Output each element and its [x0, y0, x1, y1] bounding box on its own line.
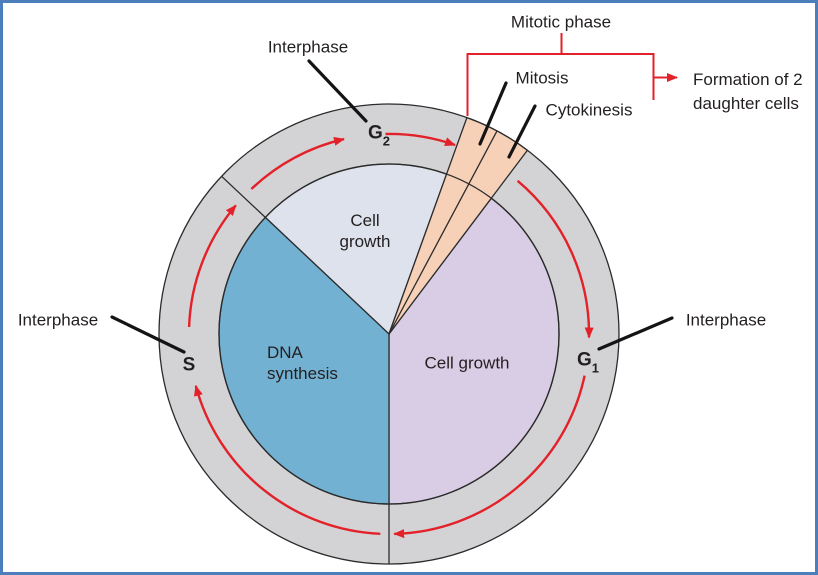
arrow-s-to-boundary — [187, 204, 237, 328]
s-slice-label: DNA synthesis — [267, 343, 338, 383]
interphase-left-label: Interphase — [17, 310, 99, 330]
g2-slice-label: Cell growth — [339, 211, 391, 251]
cytokinesis-label: Cytokinesis — [545, 100, 633, 120]
mitotic-phase-label: Mitotic phase — [510, 12, 612, 32]
arrow-s-bottom-up — [194, 384, 381, 535]
arrow-mitosis-to-g1 — [516, 179, 594, 339]
mitosis-label: Mitosis — [515, 68, 569, 88]
mitosis-cytokinesis-divider — [388, 130, 498, 335]
interphase-left-pointer-line — [110, 315, 186, 354]
interphase-top-pointer-line — [307, 59, 368, 123]
arrow-g1-to-s — [393, 375, 586, 539]
mitotic-phase-wedge — [388, 116, 529, 335]
arrow-boundary-to-g2 — [250, 136, 345, 190]
g2-phase-symbol: G2 — [367, 122, 390, 148]
interphase-right-pointer-line — [597, 316, 674, 351]
inner-circle-outline — [218, 163, 560, 505]
formation-of-daughter-cells-label: Formation of 2 daughter cells — [693, 70, 803, 113]
mitosis-pointer-line — [478, 81, 508, 146]
interphase-right-label: Interphase — [685, 310, 767, 330]
g1-base: G — [576, 349, 592, 371]
s-phase-symbol: S — [182, 354, 196, 376]
arrow-g2-to-mitosis — [385, 132, 456, 147]
g2-base: G — [367, 122, 383, 144]
interphase-top-label: Interphase — [267, 37, 349, 57]
g1-slice-label: Cell growth — [424, 353, 510, 373]
g1-phase-symbol: G1 — [576, 349, 599, 375]
g2-subscript: 2 — [382, 133, 391, 149]
s-g2-ring-divider — [221, 175, 266, 218]
cytokinesis-pointer-line — [507, 104, 537, 159]
g1-subscript: 1 — [591, 360, 600, 376]
